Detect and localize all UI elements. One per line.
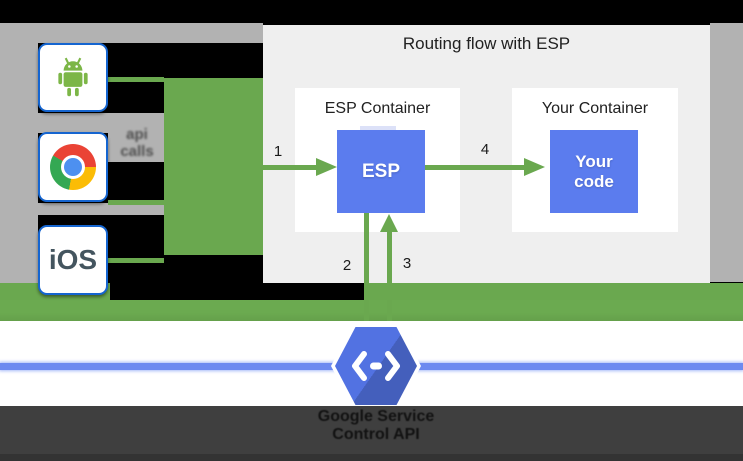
android-client-box (38, 43, 108, 112)
arrow-2-line (364, 213, 369, 321)
android-arrow-line (108, 77, 164, 82)
android-robot-icon (58, 57, 88, 96)
arrow-4-line (425, 165, 525, 170)
esp-container-title: ESP Container (324, 100, 431, 117)
your-code-box: Your code (550, 130, 638, 213)
code-symbol-icon (352, 351, 400, 381)
step-2-label: 2 (342, 257, 352, 274)
green-request-bus (164, 78, 263, 255)
your-container-title: Your Container (541, 100, 649, 117)
ios-arrow-line (108, 258, 164, 263)
chrome-browser-icon (50, 144, 96, 190)
gray-strip-between-chrome-ios (38, 203, 164, 215)
esp-box-label: ESP (361, 160, 401, 182)
ios-label: iOS (48, 244, 98, 275)
arrow-3-head-icon (380, 214, 398, 232)
top-gray-strip (0, 23, 263, 43)
arrow-1-line (263, 165, 317, 170)
gray-strip-between-android-chrome (38, 113, 164, 133)
bottom-dark-bar (0, 406, 743, 461)
gray-label-backdrop (108, 133, 164, 162)
your-code-label: Your code (574, 151, 614, 191)
esp-box: ESP (337, 130, 425, 213)
arrow-3-line (387, 231, 392, 321)
api-calls-label: api calls (120, 126, 154, 160)
service-control-caption: Google Service Control API (317, 408, 435, 443)
esp-top-tab (360, 126, 396, 130)
step-1-label: 1 (273, 143, 283, 160)
step-4-label: 4 (480, 141, 490, 158)
left-gray-rail (0, 43, 38, 283)
green-network-bar (0, 300, 743, 321)
step-3-label: 3 (402, 255, 412, 272)
arrow-4-head-icon (524, 158, 545, 176)
bottom-dark-bar-edge (0, 454, 743, 461)
right-gray-rail (710, 23, 743, 282)
arrow-1-head-icon (316, 158, 337, 176)
diagram-title: Routing flow with ESP (402, 34, 571, 53)
ios-client-box: iOS (38, 225, 108, 295)
green-network-bar-right (364, 283, 743, 300)
chrome-client-box (38, 132, 108, 202)
chrome-arrow-line (108, 200, 164, 205)
